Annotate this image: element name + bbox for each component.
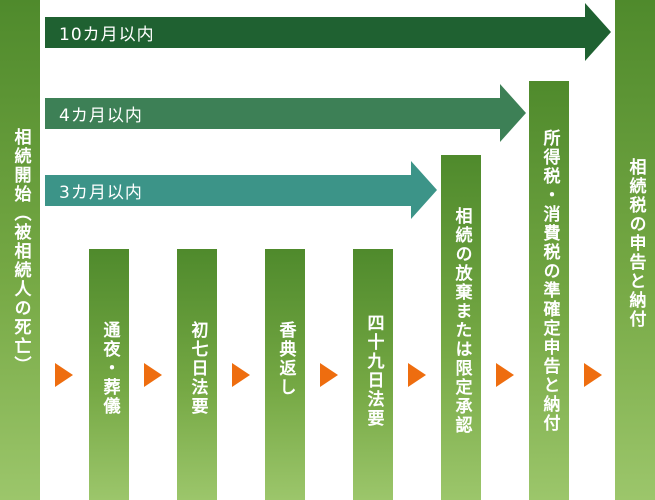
arrow-head-icon	[411, 161, 437, 219]
arrow-head-icon	[500, 84, 526, 142]
deadline-label: 10カ月以内	[59, 25, 155, 45]
step-label: 初七日法要	[187, 321, 208, 416]
deadline-label: 4カ月以内	[59, 106, 143, 126]
deadline-bar: 3カ月以内	[45, 175, 411, 206]
step-wake-funeral: 通夜・葬儀	[89, 249, 129, 500]
step-income-tax-return: 所得税・消費税の準確定申告と納付	[529, 81, 569, 500]
step-arrow-icon	[55, 363, 73, 387]
arrow-head-icon	[585, 3, 611, 61]
step-label: 相続開始（被相続人の死亡）	[10, 128, 31, 375]
step-arrow-icon	[584, 363, 602, 387]
step-label: 所得税・消費税の準確定申告と納付	[539, 129, 560, 433]
step-renunciation: 相続の放棄または限定承認	[441, 155, 481, 500]
step-inheritance-tax-return: 相続税の申告と納付	[615, 0, 655, 500]
step-inheritance-start: 相続開始（被相続人の死亡）	[0, 0, 40, 500]
deadline-bar: 4カ月以内	[45, 98, 500, 129]
step-arrow-icon	[320, 363, 338, 387]
step-forty-ninth-day-memorial: 四十九日法要	[353, 249, 393, 500]
deadline-arrow-4-months: 4カ月以内	[45, 84, 526, 142]
step-label: 相続の放棄または限定承認	[451, 207, 472, 435]
step-arrow-icon	[496, 363, 514, 387]
deadline-label: 3カ月以内	[59, 183, 143, 203]
step-label: 相続税の申告と納付	[625, 158, 646, 329]
step-return-gift: 香典返し	[265, 249, 305, 500]
step-seventh-day-memorial: 初七日法要	[177, 249, 217, 500]
step-label: 通夜・葬儀	[99, 321, 120, 416]
step-arrow-icon	[144, 363, 162, 387]
deadline-arrow-10-months: 10カ月以内	[45, 3, 611, 61]
deadline-arrow-3-months: 3カ月以内	[45, 161, 437, 219]
step-arrow-icon	[232, 363, 250, 387]
step-label: 四十九日法要	[363, 314, 384, 428]
step-label: 香典返し	[275, 321, 296, 397]
deadline-bar: 10カ月以内	[45, 17, 585, 48]
step-arrow-icon	[408, 363, 426, 387]
